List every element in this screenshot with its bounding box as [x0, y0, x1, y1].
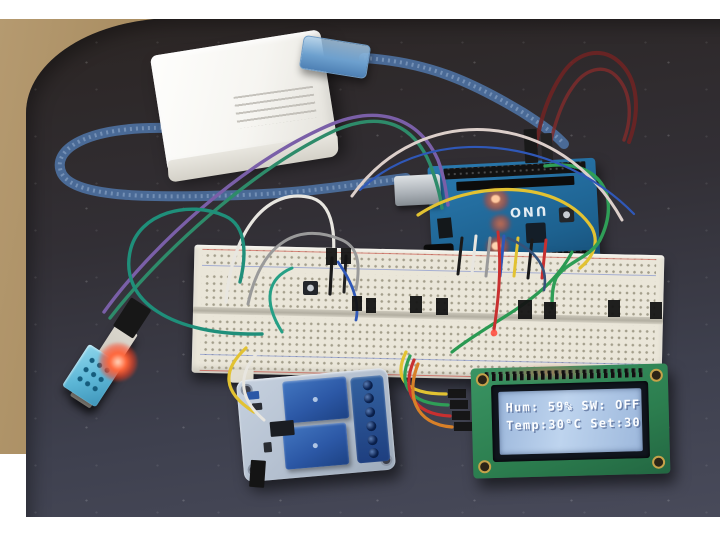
wire-gray-jumper — [484, 236, 492, 278]
jumper-housing — [452, 411, 470, 420]
wire-white-loop — [224, 194, 336, 304]
jumper-housing — [454, 422, 472, 431]
wire-red-mid — [492, 230, 502, 332]
jumper-housing — [650, 302, 662, 319]
jumper-housing — [352, 296, 362, 311]
wire-black-jumper — [456, 236, 464, 276]
wire-yellow-arc — [416, 187, 597, 270]
red-led — [490, 329, 498, 337]
wire-yellow-jumper — [512, 236, 520, 278]
usb-cable-loop — [54, 122, 411, 202]
wire-orange-lcd — [411, 362, 454, 429]
maroon-wire-1 — [533, 50, 638, 154]
jumper-housing — [544, 302, 556, 319]
jumper-housing — [366, 298, 376, 313]
jumper-housing — [326, 248, 337, 265]
maroon-wire-2 — [546, 67, 631, 156]
wire-blue-mid — [336, 260, 359, 322]
jumper-housing — [450, 400, 468, 409]
wire-teal-short — [268, 266, 294, 334]
wire-green-arc — [543, 163, 611, 310]
jumper-housing — [436, 217, 454, 239]
jumper-housing — [448, 389, 466, 398]
usb-cable-sheen — [57, 125, 407, 199]
wire-gray-loop — [246, 231, 360, 306]
wire-white-relay — [242, 350, 266, 422]
dht11-led-glow — [98, 342, 138, 382]
wire-purple-dht — [102, 113, 450, 314]
breadboard-button-cap — [307, 284, 314, 292]
wire-green-dht — [108, 119, 444, 320]
wire-green-lcd-long — [450, 250, 574, 354]
jumper-housing — [410, 296, 422, 313]
wire-black-jumper — [526, 238, 534, 280]
frame-band-bottom — [0, 517, 720, 539]
wire-white-jumper — [470, 234, 478, 276]
jumper-housing — [436, 298, 448, 315]
wire-yellow-relay — [227, 346, 256, 414]
wire-darkblue-jumper — [506, 236, 547, 292]
jumper-housing — [608, 300, 620, 317]
frame-band-top — [0, 0, 720, 19]
wire-blue-arc — [358, 145, 636, 216]
wire-teal-loop — [127, 207, 264, 336]
jumper-housing — [341, 248, 351, 264]
jumper-housing — [518, 300, 532, 319]
